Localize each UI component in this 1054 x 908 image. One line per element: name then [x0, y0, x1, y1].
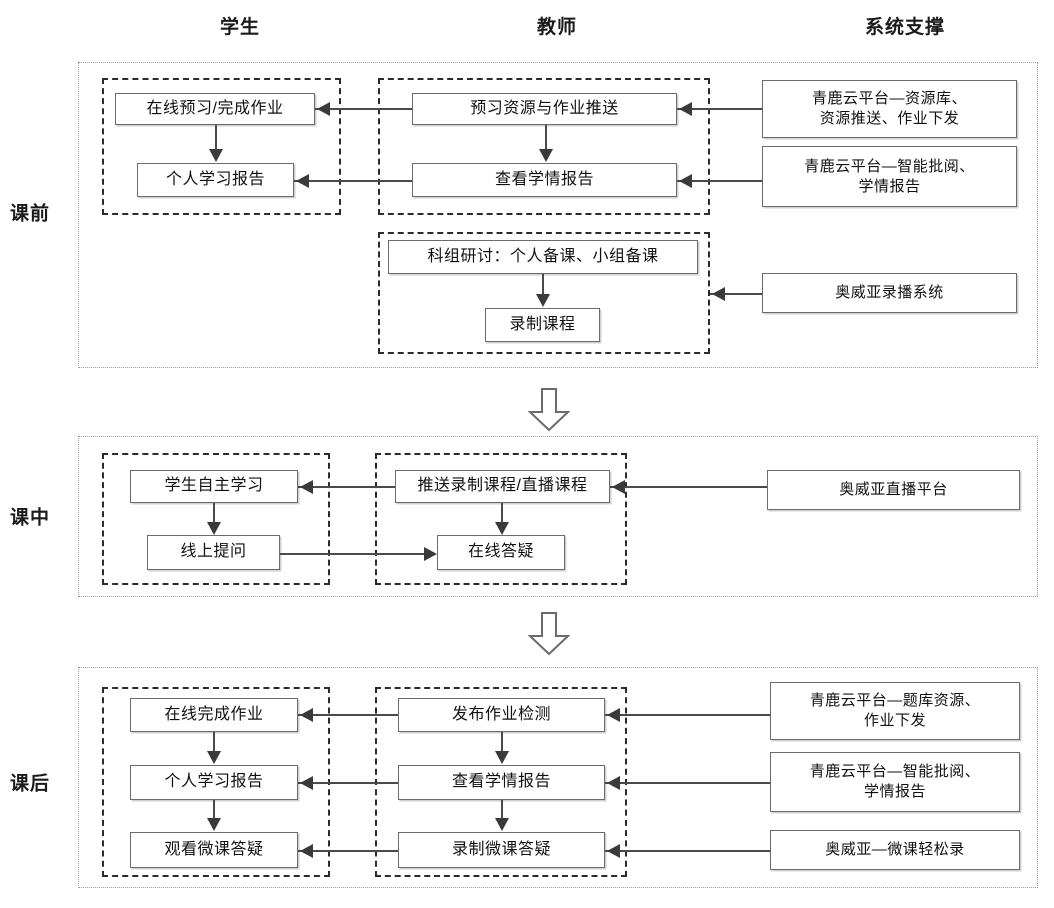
arrowhead-viewreport-to-personal: [296, 174, 309, 188]
connector-viewreport-to-record-after: [501, 800, 503, 819]
node-watch-microlesson-qa[interactable]: 观看微课答疑: [130, 832, 298, 868]
column-header-teacher: 教师: [536, 17, 578, 38]
connector-record-to-watch-after: [298, 850, 398, 852]
phase-container-during-class: [78, 436, 1038, 597]
arrowhead-push-to-student: [317, 102, 330, 116]
arrowhead-publish-to-finish: [300, 708, 313, 722]
node-student-self-study[interactable]: 学生自主学习: [130, 470, 298, 503]
arrowhead-discussion-to-record: [536, 294, 550, 307]
arrowhead-sys1-to-push: [679, 102, 692, 116]
arrowhead-report-to-watch-after: [207, 818, 221, 831]
connector-publish-to-viewreport-after: [501, 732, 503, 752]
node-aowei-recording-system[interactable]: 奥威亚录播系统: [762, 273, 1017, 313]
node-qinglu-smart-grading[interactable]: 青鹿云平台—智能批阅、 学情报告: [762, 146, 1017, 207]
arrowhead-push-to-answering: [495, 522, 509, 535]
node-online-preview-homework[interactable]: 在线预习/完成作业: [115, 93, 315, 125]
arrowhead-push-to-viewreport: [539, 149, 553, 162]
connector-push-to-answering: [501, 503, 503, 523]
connector-push-to-viewreport: [545, 125, 547, 150]
node-personal-learning-report[interactable]: 个人学习报告: [137, 163, 294, 197]
column-header-student: 学生: [219, 17, 261, 38]
arrowhead-push-to-selfstudy: [300, 480, 313, 494]
connector-viewreport-to-personal-after: [298, 782, 398, 784]
phase-container-after-class: [78, 667, 1038, 888]
connector-sys1-to-publish-after: [605, 714, 770, 716]
node-view-learning-report-after[interactable]: 查看学情报告: [398, 765, 605, 800]
connector-report-to-watch-after: [213, 800, 215, 819]
column-header-system: 系统支撑: [864, 17, 946, 38]
arrowhead-sys2-to-viewreport-after: [607, 776, 620, 790]
arrowhead-question-to-answering: [424, 547, 437, 561]
lane-teacher-before-class-top: [378, 78, 710, 215]
connector-discussion-to-record: [542, 274, 544, 295]
connector-live-to-push: [610, 486, 767, 488]
node-online-answering[interactable]: 在线答疑: [437, 535, 565, 570]
arrowhead-sys3-to-record-after: [607, 844, 620, 858]
connector-finish-to-report-after: [213, 732, 215, 752]
node-personal-learning-report-after[interactable]: 个人学习报告: [130, 765, 298, 800]
node-qinglu-smart-grading-after[interactable]: 青鹿云平台—智能批阅、 学情报告: [770, 752, 1020, 812]
node-record-microlesson-qa[interactable]: 录制微课答疑: [398, 832, 605, 868]
lane-student-during-class: [102, 453, 330, 585]
connector-sys1-to-push: [677, 108, 762, 110]
arrowhead-preview-to-report: [209, 149, 223, 162]
node-push-recorded-live-course[interactable]: 推送录制课程/直播课程: [395, 470, 610, 503]
connector-aowei-to-lane: [710, 293, 762, 295]
lane-teacher-before-class-bottom: [378, 232, 710, 354]
arrowhead-selfstudy-to-question: [207, 522, 221, 535]
node-push-preview-resources[interactable]: 预习资源与作业推送: [412, 93, 677, 125]
arrowhead-finish-to-report-after: [207, 751, 221, 764]
node-online-question[interactable]: 线上提问: [147, 535, 280, 570]
node-qinglu-question-bank[interactable]: 青鹿云平台—题库资源、 作业下发: [770, 682, 1020, 740]
node-qinglu-resource-lib[interactable]: 青鹿云平台—资源库、 资源推送、作业下发: [762, 80, 1017, 138]
connector-push-to-selfstudy: [298, 486, 395, 488]
node-view-learning-report[interactable]: 查看学情报告: [412, 163, 677, 197]
arrowhead-viewreport-to-personal-after: [300, 776, 313, 790]
node-aowei-microlesson-easy-record[interactable]: 奥威亚—微课轻松录: [770, 830, 1020, 870]
phase-label-before-class: 课前: [10, 203, 51, 225]
arrowhead-live-to-push: [612, 480, 625, 494]
node-online-finish-homework[interactable]: 在线完成作业: [130, 698, 298, 732]
node-publish-homework-test[interactable]: 发布作业检测: [398, 698, 605, 732]
arrowhead-record-to-watch-after: [300, 844, 313, 858]
connector-push-to-student: [315, 108, 412, 110]
phase-container-before-class: [78, 62, 1038, 368]
node-record-course[interactable]: 录制课程: [485, 308, 600, 342]
node-group-discussion[interactable]: 科组研讨：个人备课、小组备课: [388, 240, 698, 274]
phase-label-during-class: 课中: [10, 507, 51, 529]
arrowhead-viewreport-to-record-after: [495, 818, 509, 831]
connector-sys2-to-viewreport-after: [605, 782, 770, 784]
arrowhead-sys1-to-publish-after: [607, 708, 620, 722]
phase-label-after-class: 课后: [10, 773, 51, 795]
phase-transition-arrow-2: [528, 612, 570, 656]
connector-sys3-to-record-after: [605, 850, 770, 852]
connector-preview-to-report: [215, 125, 217, 150]
phase-transition-arrow-1: [528, 388, 570, 432]
arrowhead-aowei-to-lane: [712, 287, 725, 301]
connector-question-to-answering: [280, 553, 425, 555]
connector-sys2-to-viewreport: [677, 180, 762, 182]
connector-publish-to-finish: [298, 714, 398, 716]
lane-student-before-class: [102, 78, 341, 215]
node-aowei-live-platform[interactable]: 奥威亚直播平台: [767, 470, 1020, 510]
connector-selfstudy-to-question: [213, 503, 215, 523]
arrowhead-sys2-to-viewreport: [679, 174, 692, 188]
arrowhead-publish-to-viewreport-after: [495, 751, 509, 764]
connector-viewreport-to-personal: [294, 180, 412, 182]
lane-teacher-during-class: [375, 453, 627, 585]
